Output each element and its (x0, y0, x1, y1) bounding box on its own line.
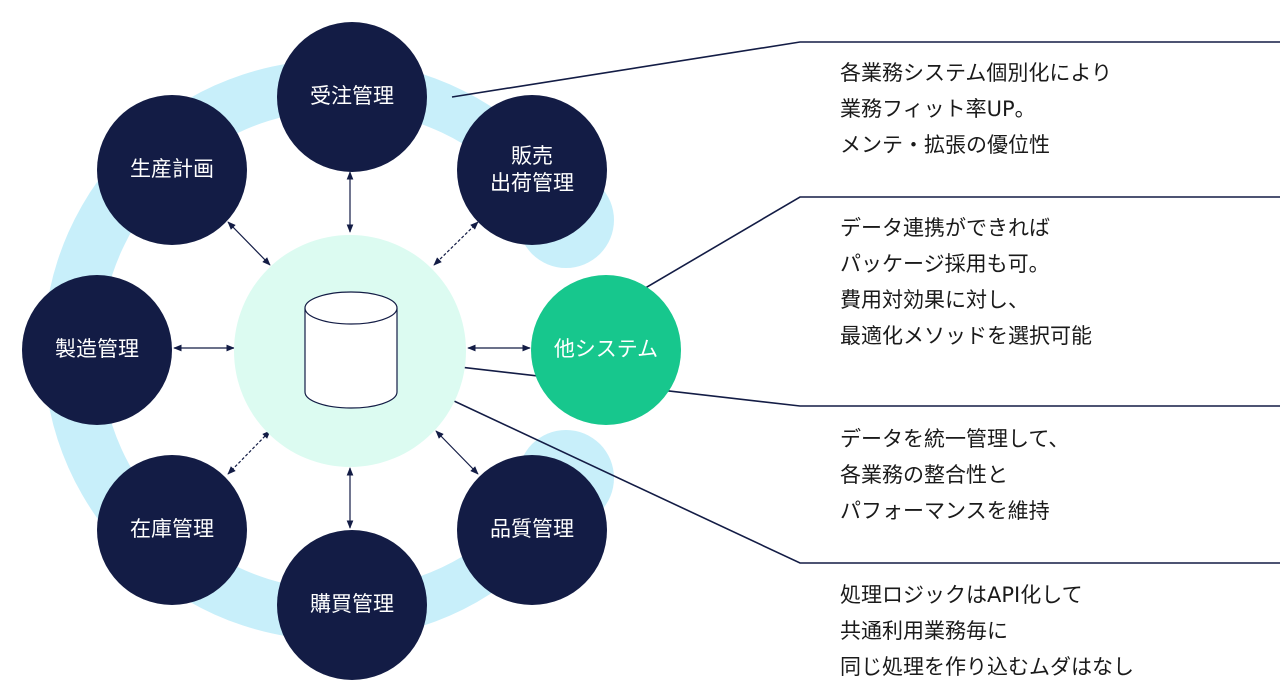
callout-2-line-3: 費用対効果に対し、 (840, 288, 1029, 312)
node-sales-label-2: 出荷管理 (490, 171, 574, 195)
node-order-management: 受注管理 (277, 22, 427, 172)
connector-production-plan (227, 221, 271, 266)
node-production-planning: 生産計画 (97, 95, 247, 245)
callout-3: データを統一管理して、 各業務の整合性と パフォーマンスを維持 (840, 421, 1069, 529)
node-other-system: 他システム (531, 275, 681, 425)
node-sales-shipping: 販売 出荷管理 (457, 95, 607, 245)
callout-2: データ連携ができれば パッケージ採用も可。 費用対効果に対し、 最適化メソッドを… (840, 210, 1092, 354)
callout-3-line-2: 各業務の整合性と (840, 463, 1008, 487)
callout-4: 処理ロジックはAPI化して 共通利用業務毎に 同じ処理を作り込むムダはなし (840, 577, 1134, 685)
leader-callout-4 (421, 385, 1280, 564)
callout-leaders (354, 41, 1280, 564)
callout-2-line-2: パッケージ採用も可。 (840, 252, 1050, 276)
node-manufacturing-management: 製造管理 (22, 275, 172, 425)
callout-1: 各業務システム個別化により 業務フィット率UP。 メンテ・拡張の優位性 (840, 55, 1112, 163)
node-production-plan-label: 生産計画 (130, 157, 214, 182)
node-sales-label-1: 販売 (511, 143, 553, 168)
callout-4-line-3: 同じ処理を作り込むムダはなし (840, 655, 1134, 679)
callout-2-line-1: データ連携ができれば (840, 216, 1050, 240)
callout-4-line-1: 処理ロジックはAPI化して (840, 583, 1083, 607)
callout-4-line-2: 共通利用業務毎に (840, 619, 1008, 643)
hub-connectors (173, 171, 531, 529)
callout-3-line-1: データを統一管理して、 (840, 427, 1070, 451)
callout-2-line-4: 最適化メソッドを選択可能 (840, 324, 1092, 348)
node-purchase-label: 購買管理 (310, 592, 394, 617)
callout-1-line-1: 各業務システム個別化により (840, 61, 1112, 85)
node-inventory-management: 在庫管理 (97, 455, 247, 605)
connector-inventory (227, 430, 271, 475)
callout-1-line-3: メンテ・拡張の優位性 (840, 133, 1050, 157)
node-other-system-label: 他システム (553, 337, 659, 362)
callout-3-line-3: パフォーマンスを維持 (840, 499, 1050, 523)
node-quality-label: 品質管理 (490, 517, 574, 542)
node-manufacturing-label: 製造管理 (55, 337, 139, 362)
connector-quality (435, 430, 479, 475)
node-purchase-management: 購買管理 (277, 530, 427, 680)
leader-callout-2 (607, 196, 1280, 311)
node-inventory-label: 在庫管理 (130, 517, 214, 542)
node-order-label: 受注管理 (310, 84, 394, 109)
callout-1-line-2: 業務フィット率UP。 (840, 97, 1036, 121)
connector-sales (433, 221, 479, 266)
database-cylinder-icon (304, 291, 398, 409)
leader-callout-3 (354, 354, 1280, 407)
node-quality-management: 品質管理 (457, 455, 607, 605)
leader-callout-1 (451, 41, 1280, 98)
